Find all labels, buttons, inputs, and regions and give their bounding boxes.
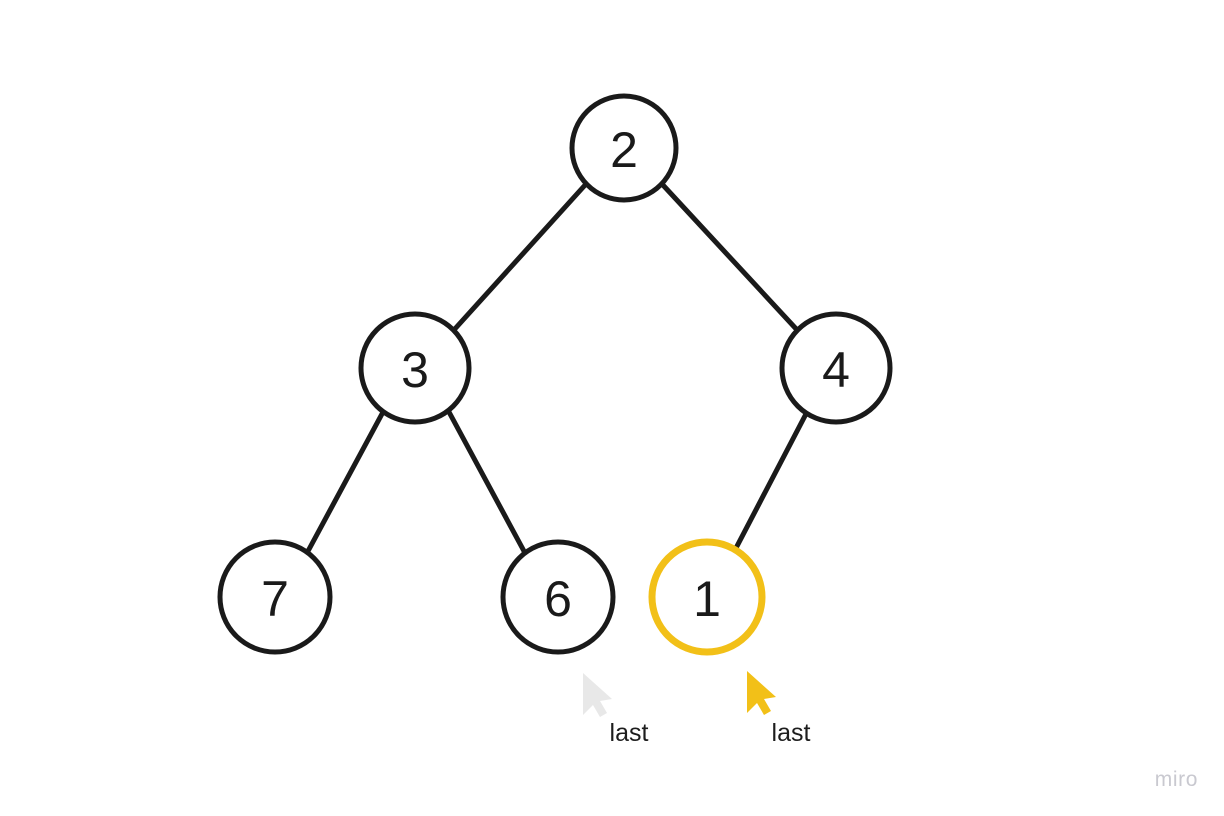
node-label: 6 [544, 571, 572, 627]
edge-2-3 [450, 181, 589, 334]
edge-3-6 [446, 409, 528, 556]
node-circle[interactable] [217, 539, 333, 655]
node-circle[interactable] [569, 93, 679, 203]
node-4[interactable]: 4 [779, 311, 893, 425]
edge-3-7 [304, 409, 386, 556]
node-circle[interactable] [779, 311, 893, 425]
node-label: 7 [261, 571, 289, 627]
edge-group [304, 181, 810, 556]
node-label: 3 [401, 342, 429, 398]
node-label: 1 [693, 571, 721, 627]
node-circle[interactable] [648, 538, 766, 656]
edge-4-1 [732, 409, 810, 553]
edge-2-4 [659, 181, 802, 335]
miro-watermark: miro [1154, 768, 1198, 791]
node-circle[interactable] [500, 539, 616, 655]
node-label: 4 [822, 342, 850, 398]
cursor-label: last [610, 719, 649, 747]
node-circle[interactable] [358, 311, 472, 425]
node-6[interactable]: 6 [500, 539, 616, 655]
node-2[interactable]: 2 [569, 93, 679, 203]
cursor-label: last [772, 719, 811, 747]
node-label: 2 [610, 122, 638, 178]
cursor-arrow-icon [583, 673, 612, 717]
cursor-arrow-icon [747, 671, 776, 715]
node-7[interactable]: 7 [217, 539, 333, 655]
node-1-highlighted[interactable]: 1 [648, 538, 766, 656]
collaborator-cursor-amber: last [747, 671, 811, 747]
collaborator-cursor-gray: last [583, 673, 649, 747]
node-3[interactable]: 3 [358, 311, 472, 425]
